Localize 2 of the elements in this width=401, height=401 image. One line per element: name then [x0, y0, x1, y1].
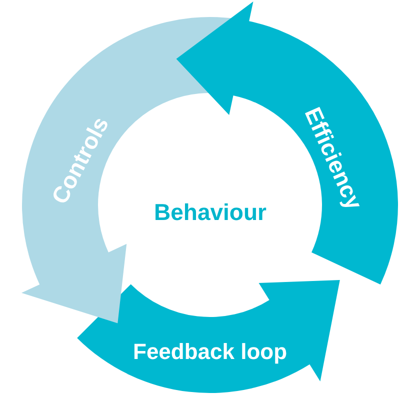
center-label: Behaviour [154, 198, 266, 226]
arrow-label: Feedback loop [133, 339, 288, 365]
